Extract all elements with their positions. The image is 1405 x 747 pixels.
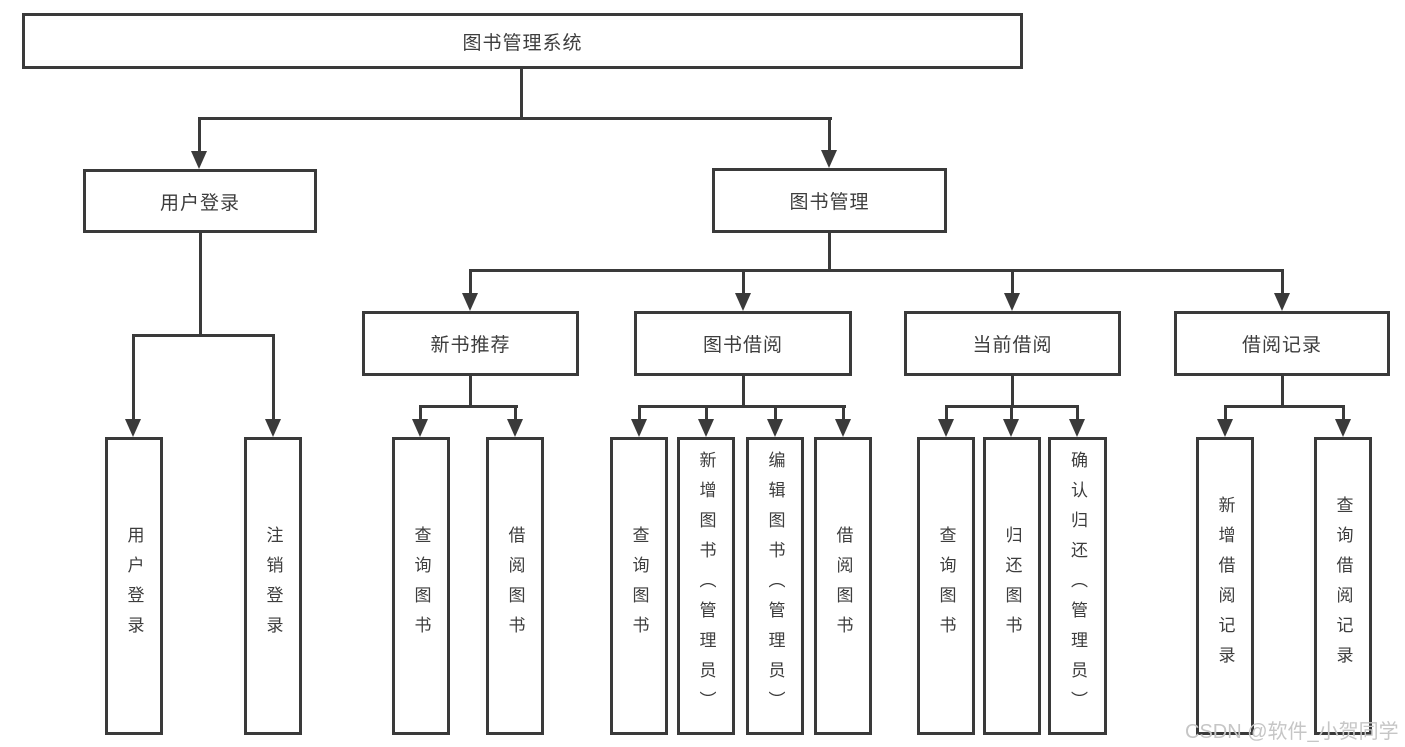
connector-drop-edit-book	[774, 405, 777, 421]
node-book-mgmt-label: 图书管理	[789, 192, 870, 213]
leaf-borrow-book-1: 借阅图书	[486, 437, 544, 735]
leaf-logout-label: 注销登录	[263, 526, 283, 646]
connector-drop-new-book	[469, 269, 472, 295]
connector-new-book-stem	[469, 376, 472, 407]
leaf-borrow-book-2-label: 借阅图书	[833, 526, 853, 646]
leaf-edit-book: 编辑图书（管理员）	[746, 437, 804, 735]
leaf-user-login: 用户登录	[105, 437, 163, 735]
leaf-confirm-return-label: 确认归还（管理员）	[1068, 451, 1087, 721]
arrowhead-borrow-book-1	[507, 419, 523, 437]
leaf-query-record: 查询借阅记录	[1314, 437, 1372, 735]
leaf-borrow-book-1-label: 借阅图书	[505, 526, 525, 646]
leaf-confirm-return: 确认归还（管理员）	[1048, 437, 1107, 735]
node-borrow-record-label: 借阅记录	[1241, 335, 1322, 356]
leaf-query-book-1: 查询图书	[392, 437, 450, 735]
connector-user-login-stem	[199, 233, 202, 336]
arrowhead-borrow-record	[1274, 293, 1290, 311]
connector-drop-add-record	[1224, 405, 1227, 421]
connector-drop-user-login	[198, 117, 201, 153]
arrowhead-add-book	[698, 419, 714, 437]
leaf-query-book-1-label: 查询图书	[411, 526, 431, 646]
node-new-book: 新书推荐	[362, 311, 579, 376]
connector-drop-borrow-record	[1281, 269, 1284, 295]
leaf-user-login-label: 用户登录	[124, 526, 144, 646]
leaf-return-book: 归还图书	[983, 437, 1041, 735]
leaf-borrow-book-2: 借阅图书	[814, 437, 872, 735]
arrowhead-current-borrow	[1004, 293, 1020, 311]
leaf-edit-book-label: 编辑图书（管理员）	[765, 451, 785, 721]
connector-book-borrow-bar	[638, 405, 846, 408]
leaf-query-book-2: 查询图书	[610, 437, 668, 735]
connector-user-login-bar	[132, 334, 275, 337]
node-book-mgmt: 图书管理	[712, 168, 947, 233]
node-user-login-label: 用户登录	[159, 192, 240, 214]
connector-root-bar	[198, 117, 832, 120]
arrowhead-user-login	[191, 151, 207, 169]
connector-borrow-record-stem	[1281, 376, 1284, 407]
arrowhead-add-record	[1217, 419, 1233, 437]
connector-drop-query-record	[1342, 405, 1345, 421]
node-root: 图书管理系统	[22, 13, 1023, 69]
connector-drop-current-borrow	[1011, 269, 1014, 295]
arrowhead-query-book-1	[412, 419, 428, 437]
arrowhead-borrow-book-2	[835, 419, 851, 437]
leaf-logout: 注销登录	[244, 437, 302, 735]
node-root-label: 图书管理系统	[462, 32, 583, 54]
connector-book-mgmt-bar	[469, 269, 1283, 272]
arrowhead-leaf-user-login	[125, 419, 141, 437]
arrowhead-confirm-return	[1069, 419, 1085, 437]
arrowhead-new-book	[462, 293, 478, 311]
leaf-add-record: 新增借阅记录	[1196, 437, 1254, 735]
csdn-watermark: CSDN @软件_小贺同学	[1185, 721, 1399, 743]
connector-borrow-record-bar	[1224, 405, 1345, 408]
connector-book-borrow-stem	[742, 376, 745, 407]
arrowhead-return-book	[1003, 419, 1019, 437]
arrowhead-leaf-logout	[265, 419, 281, 437]
connector-drop-book-borrow	[742, 269, 745, 295]
leaf-add-record-label: 新增借阅记录	[1215, 496, 1235, 676]
node-book-borrow-label: 图书借阅	[702, 335, 783, 356]
node-current-borrow: 当前借阅	[904, 311, 1121, 376]
leaf-add-book: 新增图书（管理员）	[677, 437, 735, 735]
connector-drop-query-book-3	[945, 405, 948, 421]
arrowhead-book-mgmt	[821, 150, 837, 168]
connector-current-borrow-stem	[1011, 376, 1014, 407]
arrowhead-query-book-2	[631, 419, 647, 437]
connector-drop-add-book	[705, 405, 708, 421]
leaf-query-record-label: 查询借阅记录	[1333, 496, 1353, 676]
arrowhead-book-borrow	[735, 293, 751, 311]
connector-drop-borrow-book-2	[842, 405, 845, 421]
connector-drop-leaf-logout	[272, 334, 275, 420]
connector-new-book-bar	[419, 405, 518, 408]
connector-drop-query-book-2	[638, 405, 641, 421]
connector-drop-confirm-return	[1076, 405, 1079, 421]
leaf-query-book-3-label: 查询图书	[936, 526, 956, 646]
connector-drop-query-book-1	[419, 405, 422, 421]
leaf-add-book-label: 新增图书（管理员）	[696, 451, 716, 721]
node-borrow-record: 借阅记录	[1174, 311, 1390, 376]
leaf-query-book-3: 查询图书	[917, 437, 975, 735]
leaf-return-book-label: 归还图书	[1002, 526, 1022, 646]
arrowhead-edit-book	[767, 419, 783, 437]
connector-root-stem	[520, 69, 523, 119]
connector-drop-leaf-user-login	[132, 334, 135, 420]
connector-book-mgmt-stem	[828, 233, 831, 271]
connector-drop-borrow-book-1	[514, 405, 517, 421]
node-user-login: 用户登录	[83, 169, 317, 233]
arrowhead-query-record	[1335, 419, 1351, 437]
node-current-borrow-label: 当前借阅	[972, 335, 1053, 356]
arrowhead-query-book-3	[938, 419, 954, 437]
node-new-book-label: 新书推荐	[430, 335, 511, 356]
leaf-query-book-2-label: 查询图书	[629, 526, 649, 646]
node-book-borrow: 图书借阅	[634, 311, 852, 376]
connector-drop-book-mgmt	[828, 117, 831, 153]
connector-drop-return-book	[1010, 405, 1013, 421]
